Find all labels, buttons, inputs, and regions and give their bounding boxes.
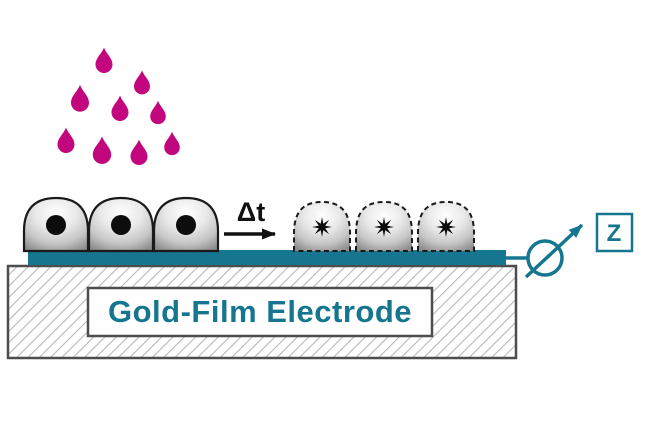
droplet-cluster <box>57 47 180 166</box>
meter-arrow <box>524 223 584 279</box>
affected-cell <box>355 201 413 252</box>
droplet-icon <box>71 84 89 112</box>
healthy-cell <box>87 196 155 253</box>
cell-nucleus-icon <box>111 215 131 235</box>
affected-cell <box>417 201 475 252</box>
healthy-cell-group <box>22 196 220 253</box>
impedance-box <box>595 212 634 253</box>
healthy-cell <box>152 196 220 253</box>
droplet-icon <box>111 95 129 122</box>
electrode-film-bar <box>28 250 506 265</box>
delta-t-label: Δt <box>237 197 265 227</box>
burst-nucleus-icon <box>436 217 456 237</box>
burst-nucleus-icon <box>312 217 332 237</box>
impedance-label: Z <box>607 220 622 247</box>
affected-cell <box>293 201 351 252</box>
cell-nucleus-icon <box>176 215 196 235</box>
electrode-label: Gold-Film Electrode <box>108 294 412 329</box>
droplet-icon <box>95 47 113 74</box>
droplet-icon <box>130 139 148 166</box>
droplet-icon <box>150 100 166 125</box>
healthy-cell <box>22 196 90 253</box>
droplet-icon <box>92 136 112 164</box>
droplet-icon <box>164 131 180 156</box>
electrode-label-box <box>86 286 434 338</box>
affected-cell-group <box>293 201 475 252</box>
droplet-icon <box>134 70 150 95</box>
droplet-icon <box>57 127 75 154</box>
cell-nucleus-icon <box>46 215 66 235</box>
burst-nucleus-icon <box>374 217 394 237</box>
